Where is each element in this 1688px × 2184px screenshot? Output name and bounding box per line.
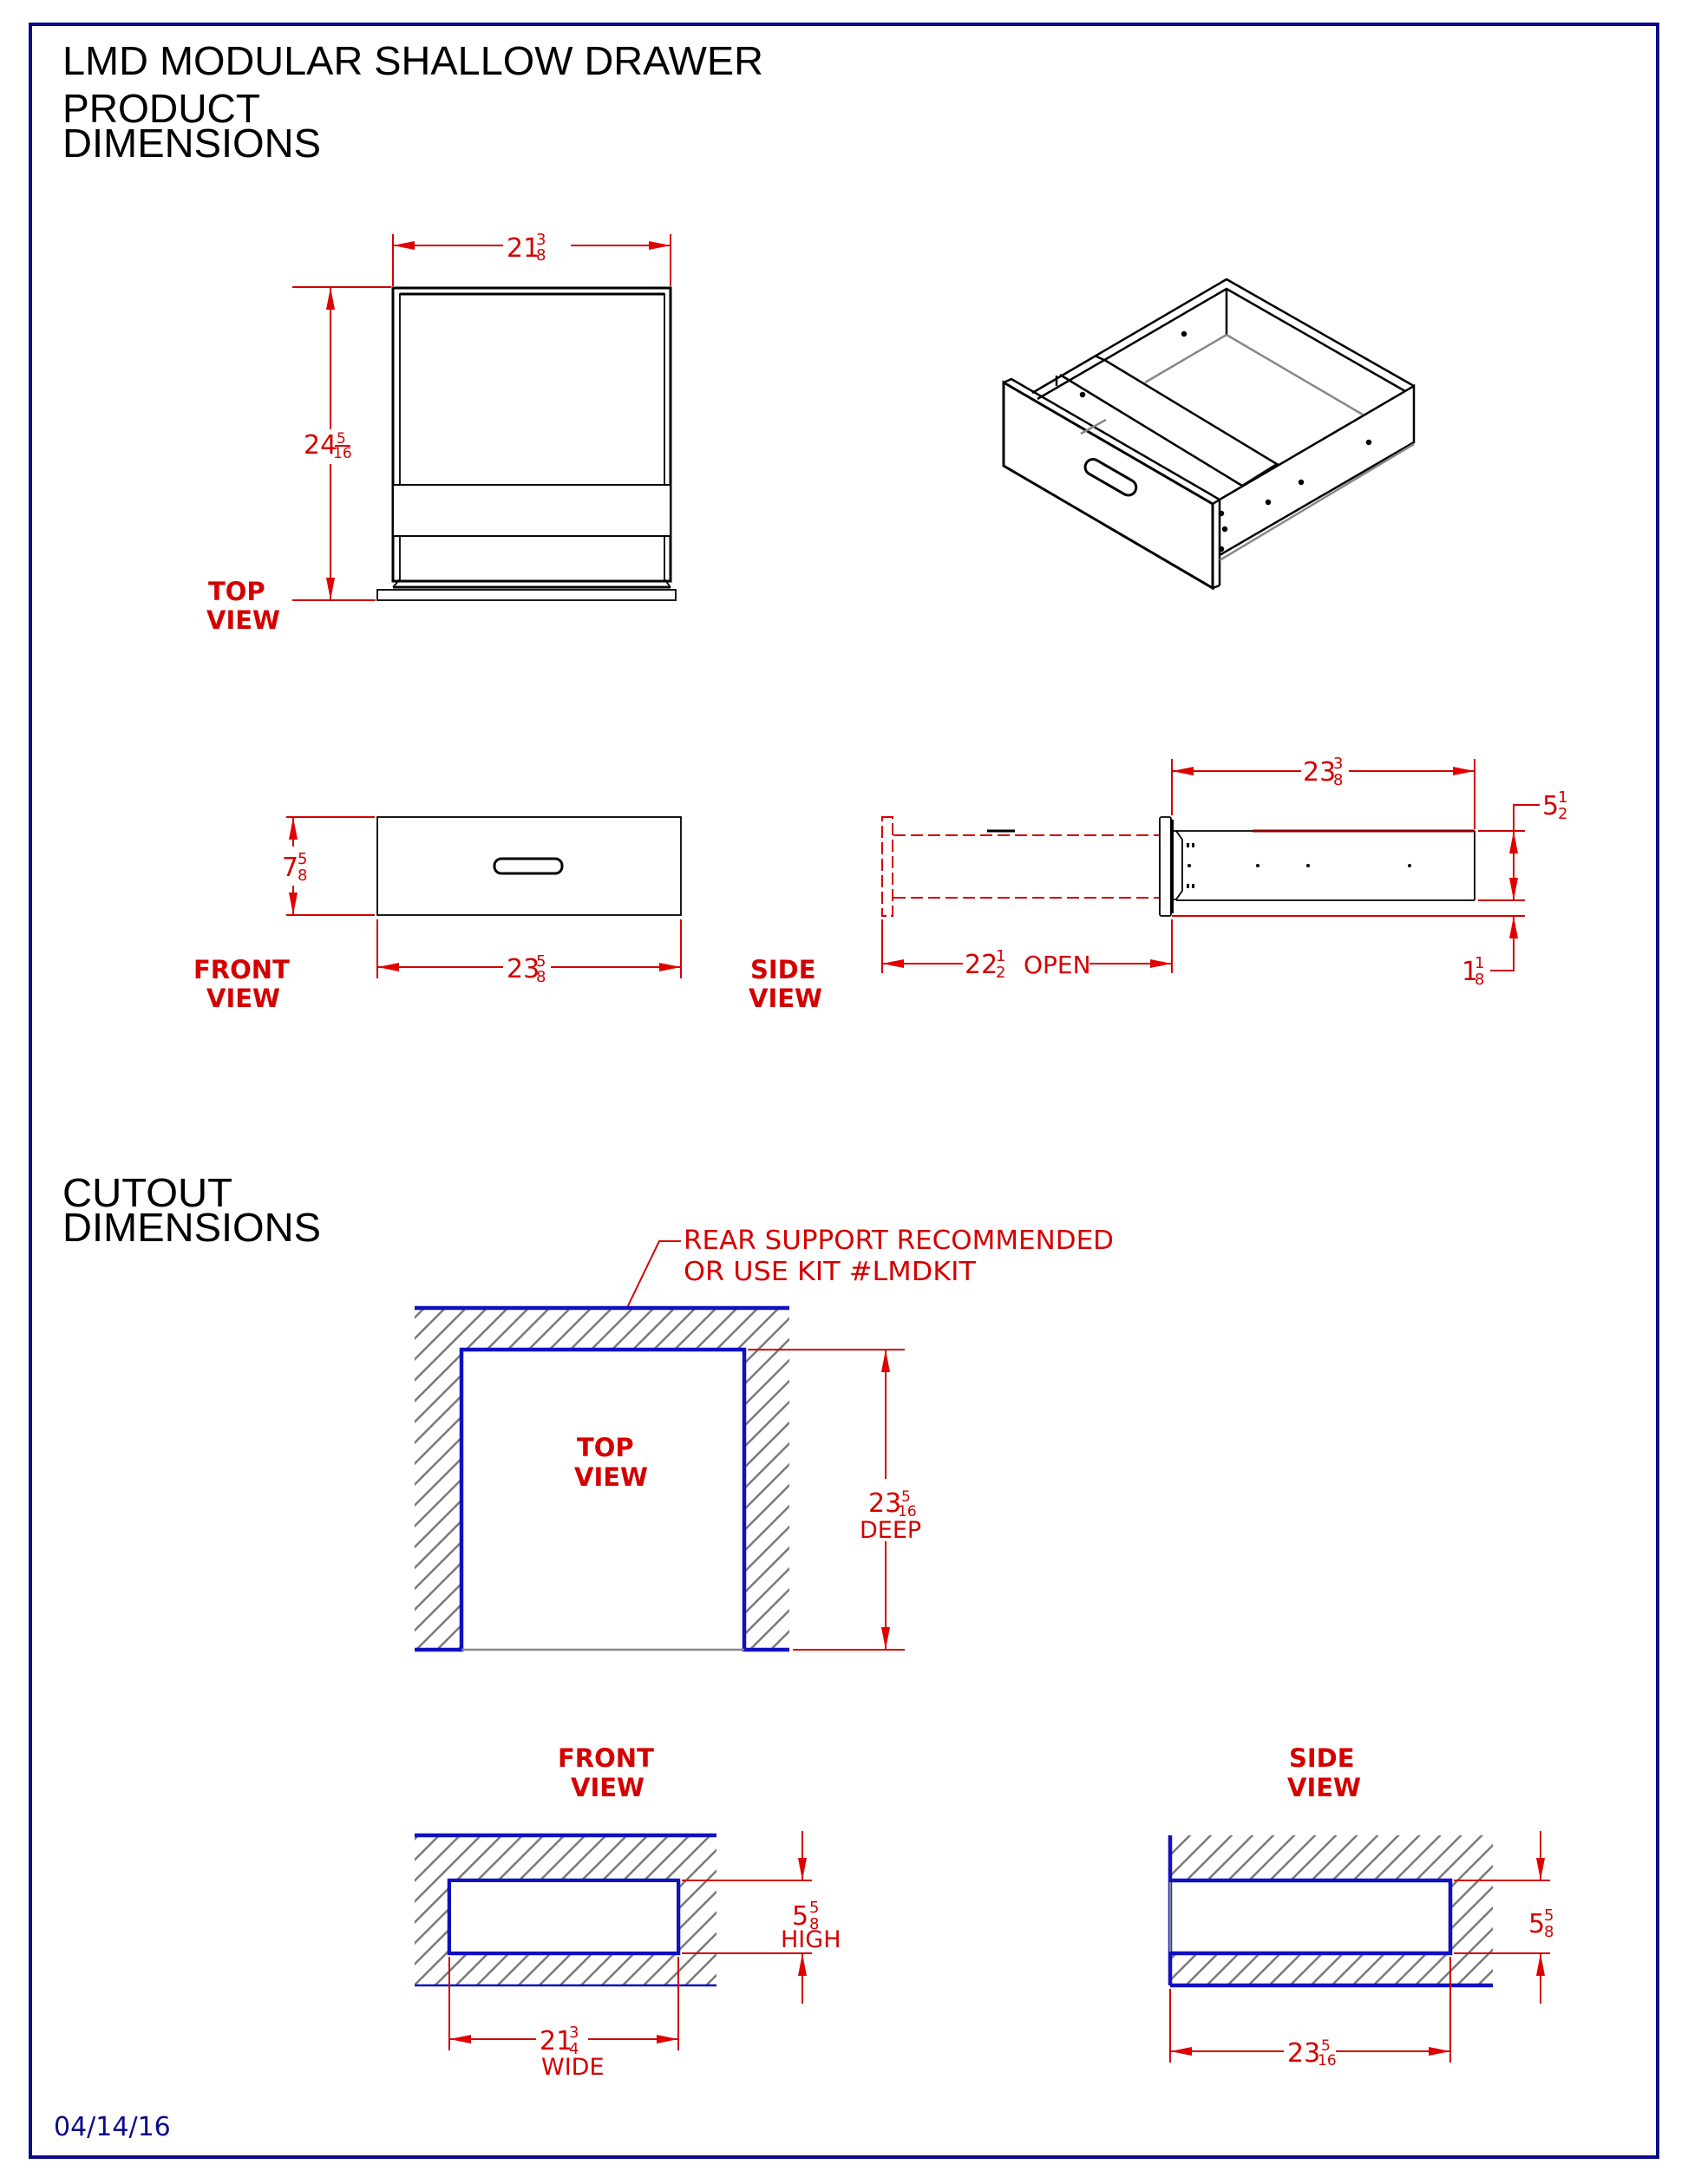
section-title-dimensions: DIMENSIONS xyxy=(62,121,321,166)
dim-fraction-den: 8 xyxy=(1475,971,1484,989)
cutout-front-view-label: VIEW xyxy=(571,1773,644,1802)
cutout-top-view-label: TOP xyxy=(577,1433,634,1462)
dim-cutout-side-height: 5 xyxy=(1528,1909,1545,1939)
dim-open-extension: 22 xyxy=(965,950,998,980)
dim-fraction-num: 3 xyxy=(536,231,546,249)
dim-suffix-high: HIGH xyxy=(781,1926,841,1953)
dim-fraction-den: 8 xyxy=(1333,771,1343,789)
dim-suffix-wide: WIDE xyxy=(541,2054,605,2081)
product-top-view: 21 3 8 24 5 16 TOP VIEW xyxy=(206,231,677,635)
dim-fraction-den: 2 xyxy=(1558,805,1567,823)
note-line-1: REAR SUPPORT RECOMMENDED xyxy=(684,1226,1114,1256)
note-line-2: OR USE KIT #LMDKIT xyxy=(684,1257,977,1287)
dim-fraction-num: 5 xyxy=(536,952,546,971)
dim-fraction-den: 8 xyxy=(298,866,307,885)
document-title: LMD MODULAR SHALLOW DRAWER xyxy=(62,38,763,83)
dim-side-body-height: 5 xyxy=(1542,791,1559,821)
side-view-label: SIDE xyxy=(750,955,816,984)
dim-fraction-num: 5 xyxy=(1544,1906,1554,1925)
dim-fraction-den: 8 xyxy=(536,968,546,986)
section-title-cutout: CUTOUT xyxy=(62,1170,232,1215)
dim-fraction-num: 5 xyxy=(1321,2037,1331,2055)
product-front-view: 7 5 8 23 5 8 FRONT VIEW xyxy=(193,816,682,1013)
cutout-top-view: 23 5 16 DEEP TOP VIEW xyxy=(415,1305,921,1652)
product-side-view: 23 3 8 22 1 2 OPEN 5 1 2 1 1 8 SIDE VIEW xyxy=(749,755,1567,1013)
dim-fraction-den: 16 xyxy=(1318,2052,1337,2070)
dim-fraction-den: 2 xyxy=(996,964,1005,982)
cutout-side-view-label: SIDE xyxy=(1289,1743,1355,1773)
dim-cutout-front-width: 21 xyxy=(540,2026,572,2056)
dim-fraction-den: 4 xyxy=(569,2040,579,2058)
dim-fraction-num: 3 xyxy=(1333,755,1343,773)
dim-fraction-num: 1 xyxy=(1558,788,1567,807)
cutout-side-view-label: VIEW xyxy=(1287,1773,1361,1802)
section-title-cutout-dimensions: DIMENSIONS xyxy=(62,1205,321,1250)
dim-fraction-num: 1 xyxy=(1475,954,1484,972)
dim-side-bottom-offset: 1 xyxy=(1462,957,1478,987)
dim-fraction-num: 5 xyxy=(298,850,307,868)
side-view-label: VIEW xyxy=(749,984,822,1013)
dim-top-depth: 24 xyxy=(304,430,337,461)
cutout-side-view: SIDE VIEW 5 5 8 23 5 16 xyxy=(1168,1743,1554,2070)
dim-top-width: 21 xyxy=(507,233,540,264)
dim-fraction-den: 8 xyxy=(536,246,546,265)
section-title-product: PRODUCT xyxy=(62,86,260,131)
dim-fraction-num: 5 xyxy=(809,1899,819,1917)
cutout-front-view: FRONT VIEW 5 5 8 HIGH 21 3 4 WIDE xyxy=(415,1743,841,2081)
cutout-header: CUTOUT DIMENSIONS xyxy=(62,1170,321,1250)
dim-fraction-num: 5 xyxy=(901,1488,911,1506)
header: LMD MODULAR SHALLOW DRAWER PRODUCT DIMEN… xyxy=(62,38,763,166)
dim-fraction-den: 16 xyxy=(898,1503,917,1520)
top-view-label: VIEW xyxy=(206,605,280,635)
dim-open-suffix: OPEN xyxy=(1024,951,1091,979)
isometric-drawer-illustration xyxy=(1002,278,1416,591)
dim-cutout-depth: 23 xyxy=(868,1488,901,1519)
dim-front-width: 23 xyxy=(507,954,540,984)
front-view-label: VIEW xyxy=(206,984,280,1013)
cutout-top-view-label: VIEW xyxy=(574,1462,648,1492)
dim-side-depth: 23 xyxy=(1303,757,1336,788)
sheet-border xyxy=(29,23,1659,2159)
rear-support-note: REAR SUPPORT RECOMMENDED OR USE KIT #LMD… xyxy=(605,1226,1114,1351)
dim-cutout-front-height: 5 xyxy=(792,1901,808,1932)
dim-fraction-num: 1 xyxy=(996,947,1005,965)
front-view-label: FRONT xyxy=(193,955,290,984)
cutout-front-view-label: FRONT xyxy=(558,1743,654,1773)
dim-suffix-deep: DEEP xyxy=(860,1517,921,1544)
revision-date: 04/14/16 xyxy=(54,2112,171,2142)
dim-fraction-den: 8 xyxy=(809,1915,819,1933)
top-view-label: TOP xyxy=(208,577,265,606)
dim-front-height: 7 xyxy=(282,853,298,883)
dim-fraction-den: 8 xyxy=(1544,1923,1554,1941)
dim-fraction-num: 3 xyxy=(569,2024,579,2042)
dim-fraction-den: 16 xyxy=(333,445,352,462)
dim-cutout-side-depth: 23 xyxy=(1287,2038,1320,2069)
dim-fraction-num: 5 xyxy=(337,430,346,448)
